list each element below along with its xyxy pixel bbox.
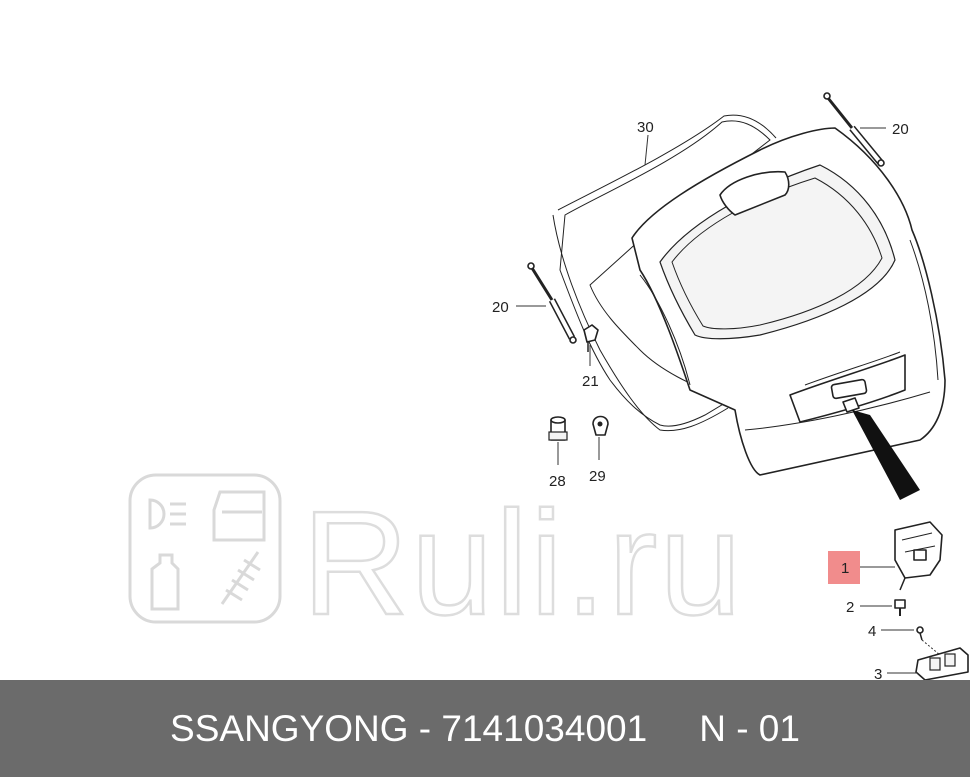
gas-strut-upper-part (823, 92, 885, 167)
weatherstrip-seal-part (552, 114, 777, 432)
callout-20-lower: 20 (492, 299, 509, 316)
watermark: Ruli.ru (128, 473, 744, 647)
callout-28: 28 (549, 473, 566, 490)
bolt-part (894, 599, 906, 616)
position-label: N - 01 (699, 707, 800, 749)
watermark-door-icon (212, 490, 266, 542)
callout-21: 21 (582, 373, 599, 390)
watermark-text: Ruli.ru (302, 481, 744, 646)
callout-20-upper: 20 (892, 121, 909, 138)
callout-3: 3 (874, 666, 882, 680)
callout-2: 2 (846, 599, 854, 616)
callouts: 30 20 20 21 28 29 1 2 4 3 (492, 119, 918, 680)
callout-30: 30 (637, 119, 654, 136)
latch-pointer-arrow (852, 410, 920, 500)
callout-1: 1 (841, 560, 849, 577)
watermark-shock-icon (220, 551, 261, 605)
callout-4: 4 (868, 623, 876, 640)
rubber-bumper-part (592, 415, 609, 436)
part-number-label: SSANGYONG - 7141034001 (170, 707, 648, 749)
footer-bar: SSANGYONG - 7141034001 N - 01 (0, 680, 970, 777)
bumper-stop-part (548, 416, 568, 441)
watermark-lamp-icon (148, 498, 186, 530)
watermark-bottle-icon (150, 553, 180, 611)
screw-part (916, 626, 941, 656)
parts-diagram: Ruli.ru (128, 92, 969, 680)
switch-handle-part (915, 647, 969, 680)
tailgate-panel-part (631, 127, 946, 476)
callout-1-highlight (828, 551, 860, 584)
clip-part (583, 324, 599, 352)
plate-light (830, 378, 868, 400)
gas-strut-lower-part (527, 262, 577, 344)
callout-29: 29 (589, 468, 606, 485)
watermark-logo-frame (128, 473, 282, 624)
latch-assembly-part (894, 521, 943, 591)
